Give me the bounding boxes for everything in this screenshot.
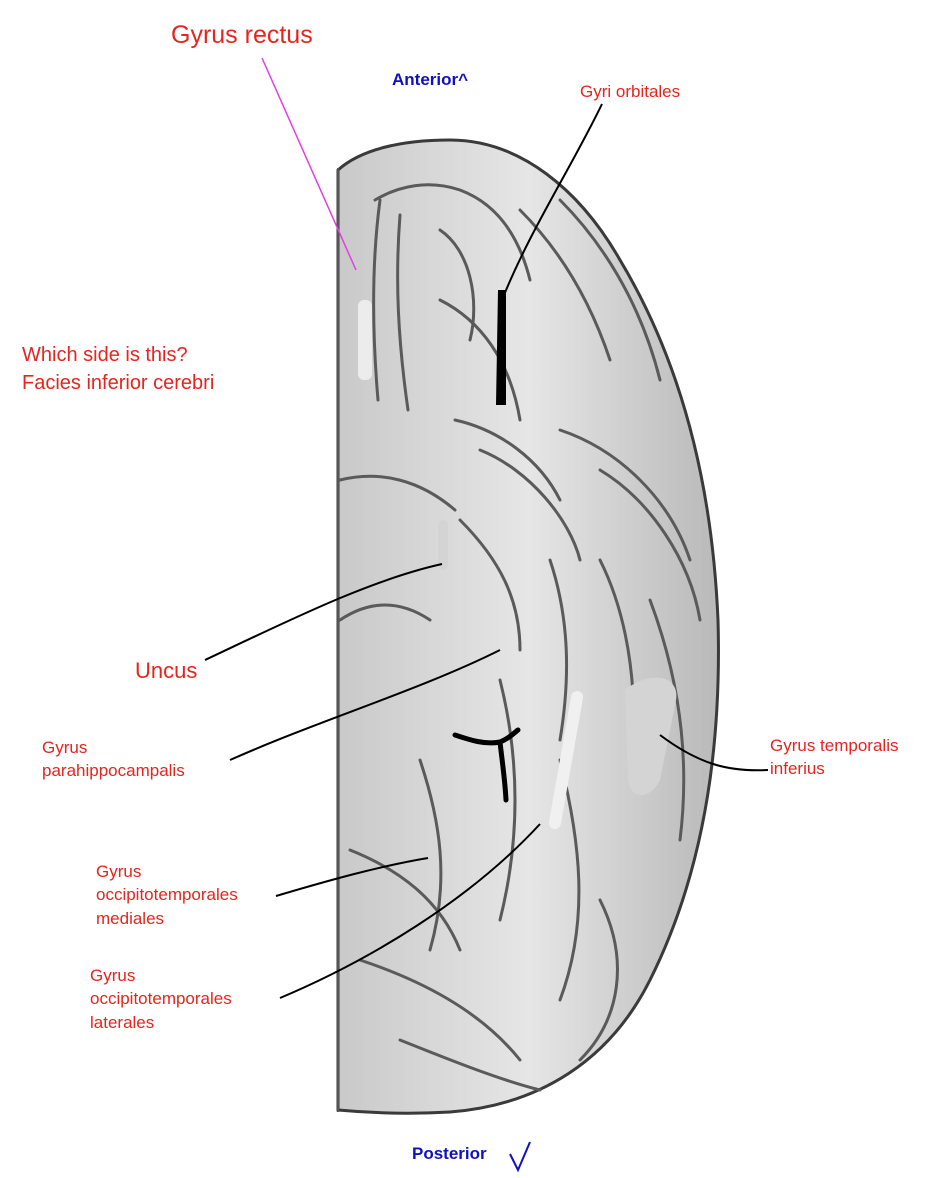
pointer-line-gyrus-rectus [261,57,357,271]
pointer-line-parahippocampalis [229,649,501,761]
label-gyri-orbitales: Gyri orbitales [580,82,681,101]
pointer-line-occ-laterales [279,823,541,999]
label-parahippocampalis: Gyrus parahippocampalis [42,738,185,781]
label-question: Which side is this? Facies inferior cere… [22,344,215,394]
label-posterior: Posterior [412,1144,487,1163]
check-down-arrow-icon [509,1141,531,1173]
brain-folds [338,183,702,1092]
brain-hemisphere [336,138,720,1115]
pointer-line-uncus [204,563,443,661]
label-anterior: Anterior^ [392,70,469,89]
pointer-line-temporalis [659,734,769,772]
erased-marks [358,300,677,830]
pointer-line-gyri-orbitales [501,103,603,301]
label-gyrus-rectus: Gyrus rectus [171,21,313,49]
label-occipitotemporales-laterales: Gyrus occipitotemporales laterales [90,966,232,1032]
pointer-line-occ-mediales [275,857,429,897]
orbital-sulcus-mark [496,290,506,405]
label-occipitotemporales-mediales: Gyrus occipitotemporales mediales [96,862,238,928]
collateral-sulcus-mark [452,727,521,803]
label-uncus: Uncus [135,658,198,683]
label-temporalis-inferius: Gyrus temporalis inferius [770,736,899,779]
